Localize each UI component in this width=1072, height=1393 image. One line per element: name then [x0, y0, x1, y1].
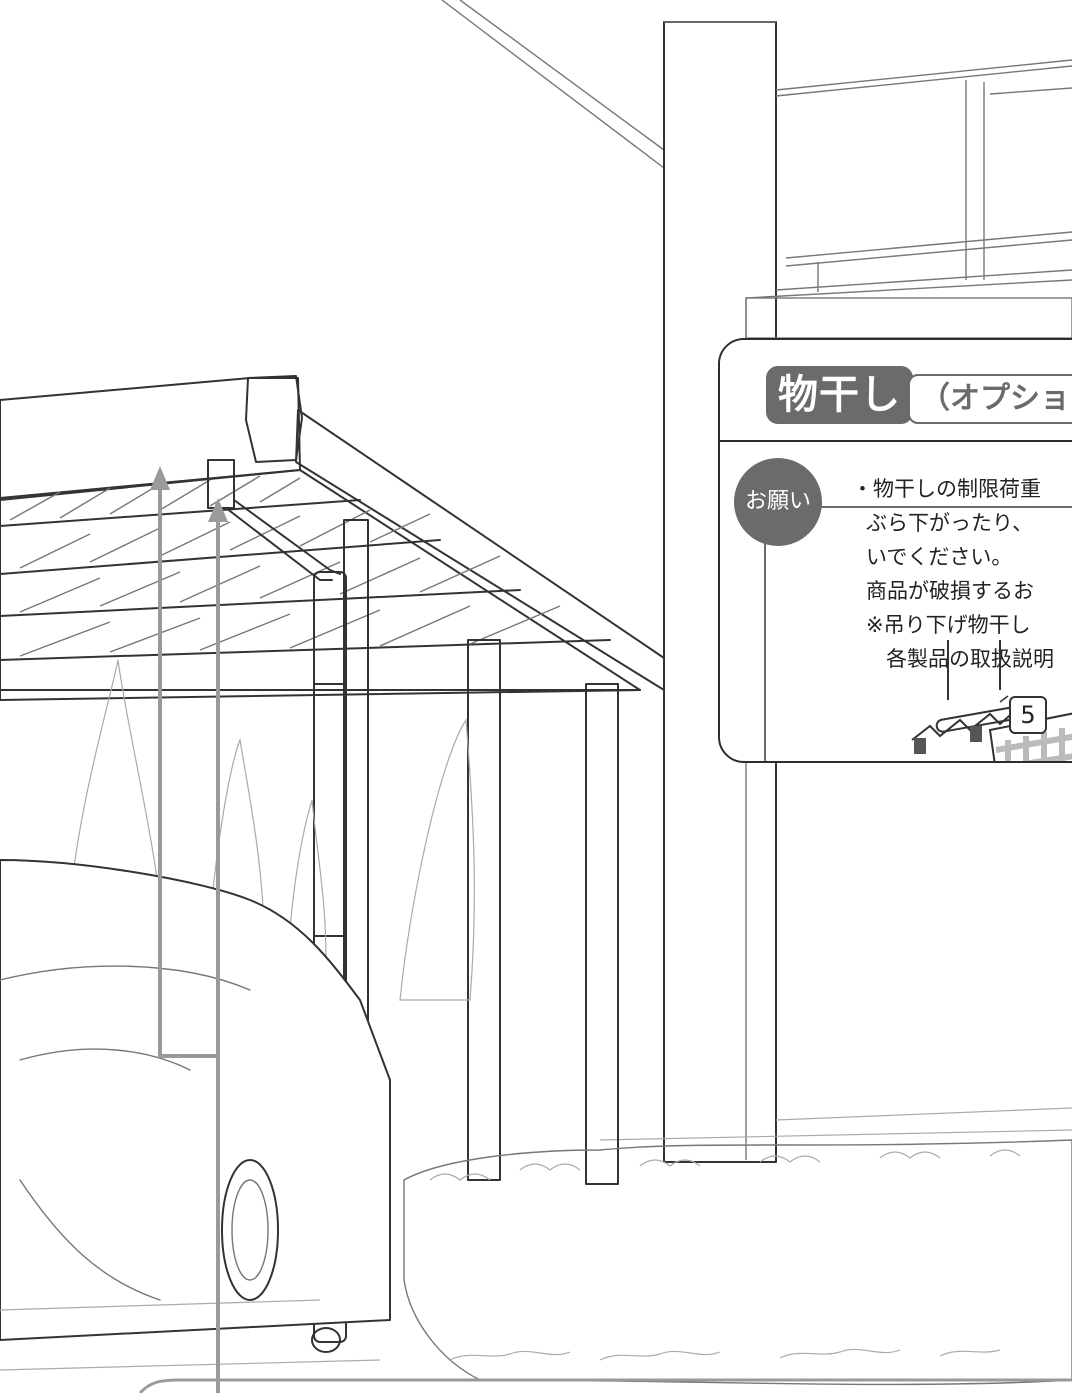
panel-header: 物干し （オプション	[720, 340, 1072, 442]
clothes-rack-illustration	[911, 640, 1072, 761]
note-line: いでください。	[866, 545, 1013, 569]
note-box	[764, 506, 1072, 761]
option-label: （オプション	[908, 374, 1072, 424]
background-building	[441, 0, 1072, 1163]
note-line: ぶら下がったり、	[866, 511, 1034, 535]
request-badge: お願い	[734, 458, 822, 546]
car	[0, 859, 391, 1341]
carport-roof	[0, 375, 665, 701]
note-line: ※吊り下げ物干し	[866, 613, 1031, 637]
option-panel-clothes-rack: 物干し （オプション お願い ・物干しの制限荷重 ぶら下がったり、 いでください…	[718, 338, 1072, 763]
note-line: ・物干しの制限荷重	[852, 477, 1041, 501]
caution-note: ・物干しの制限荷重 ぶら下がったり、 いでください。 商品が破損するお ※吊り下…	[852, 472, 1072, 676]
towel-icon	[988, 712, 1072, 761]
part-number-callout: 5	[1009, 696, 1047, 734]
panel-title: 物干し	[766, 366, 913, 424]
note-line: 商品が破損するお	[866, 579, 1034, 603]
note-line: 各製品の取扱説明	[886, 647, 1054, 671]
callout-leaders	[138, 466, 1072, 1393]
ground-lines	[0, 1299, 381, 1371]
background-trees	[69, 659, 475, 1001]
hedge	[403, 1139, 1072, 1386]
